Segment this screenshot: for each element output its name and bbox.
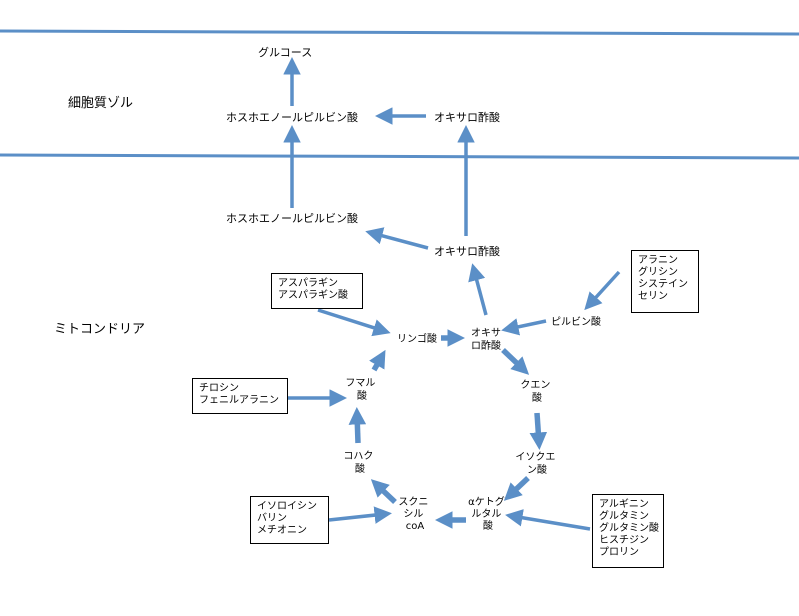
- region-mitochondria-label: ミトコンドリア: [54, 322, 145, 337]
- aa-glutamine: グルタミン: [599, 511, 649, 522]
- membrane-inner: [0, 153, 799, 160]
- node-akg: αケトグ ルタル 酸: [468, 495, 508, 532]
- node-oxaloacetate-cytosol: オキサロ酢酸: [434, 110, 500, 124]
- aa-box-asparagine: アスパラギン アスパラギン酸: [271, 273, 363, 309]
- arrow-succinate-to-fumarate: [348, 406, 367, 444]
- arrow-oaacycle-to-citrate: [501, 348, 530, 375]
- node-oxaloacetate-mito: オキサロ酢酸: [434, 244, 500, 258]
- aa-histidine: ヒスチジン: [599, 535, 649, 546]
- arrow-oaa-to-pep-mito: [365, 227, 429, 250]
- arrow-isocitrate-to-akg: [503, 476, 530, 501]
- arrow-oaacycle-to-oaa-mito: [468, 263, 488, 316]
- node-pyruvate: ピルビン酸: [551, 315, 601, 328]
- aa-glutamate: グルタミン酸: [599, 523, 659, 534]
- aa-glycine: グリシン: [638, 267, 678, 278]
- arrow-citrate-to-isocitrate: [529, 412, 548, 451]
- arrow-ile-box-to-succinylcoa: [328, 506, 392, 524]
- aa-cysteine: システイン: [638, 279, 688, 290]
- node-oxaloacetate-cycle: オキサ ロ酢酸: [471, 327, 504, 352]
- arrow-ala-box-to-pyruvate: [584, 270, 621, 311]
- aa-box-tyrosine: チロシン フェニルアラニン: [192, 378, 288, 414]
- arrow-arg-box-to-akg: [505, 509, 591, 531]
- region-cytosol-label: 細胞質ゾル: [68, 96, 133, 111]
- arrow-succinylcoa-to-succinate: [370, 479, 397, 504]
- arrow-pyruvate-to-oaacycle: [501, 318, 547, 336]
- aa-methionine: メチオニン: [257, 525, 307, 536]
- node-citrate: クエン 酸: [520, 379, 553, 404]
- node-malate: リンゴ酸: [397, 332, 437, 345]
- aa-proline: プロリン: [599, 547, 639, 558]
- aa-alanine: アラニン: [638, 255, 678, 266]
- node-isocitrate: イソクエ ン酸: [515, 451, 558, 476]
- aa-box-arginine: アルギニン グルタミン グルタミン酸 ヒスチジン プロリン: [592, 494, 664, 568]
- node-pep-mito: ホスホエノールピルビン酸: [226, 211, 358, 225]
- aa-box-isoleucine: イソロイシン バリン メチオニン: [250, 496, 329, 544]
- aa-aspartate: アスパラギン酸: [278, 290, 348, 301]
- aa-tyrosine: チロシン: [199, 383, 239, 394]
- membrane-outer: [0, 29, 799, 36]
- node-fumarate: フマル 酸: [345, 378, 378, 402]
- aa-serine: セリン: [638, 291, 668, 302]
- node-pep-cytosol: ホスホエノールピルビン酸: [226, 110, 358, 124]
- node-succinyl-coa: スクニ シル coA: [398, 496, 431, 532]
- aa-isoleucine: イソロイシン: [257, 501, 317, 512]
- aa-asparagine: アスパラギン: [278, 278, 338, 289]
- node-glucose: グルコース: [258, 45, 312, 59]
- arrow-fumarate-to-malate: [369, 349, 386, 372]
- node-succinate: コハク 酸: [343, 450, 376, 475]
- aa-arginine: アルギニン: [599, 499, 649, 510]
- aa-phenylalanine: フェニルアラニン: [199, 395, 279, 406]
- arrow-asp-box-to-malate: [317, 308, 391, 337]
- aa-box-alanine: アラニン グリシン システイン セリン: [631, 250, 699, 313]
- aa-valine: バリン: [257, 513, 287, 524]
